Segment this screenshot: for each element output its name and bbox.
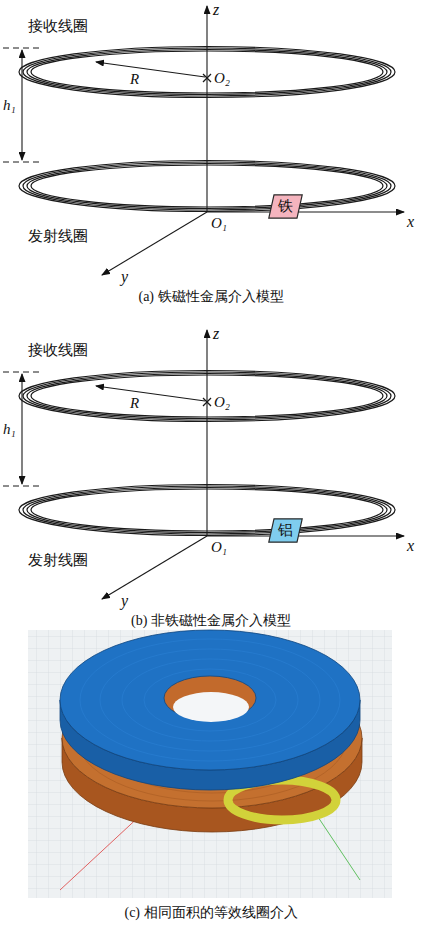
axis-label: x bbox=[407, 537, 414, 555]
axis-label: y bbox=[121, 268, 128, 286]
panel-a-drawing bbox=[3, 6, 404, 275]
axis-label: x bbox=[407, 213, 414, 231]
radius-label: R bbox=[130, 395, 139, 412]
panel-b-drawing bbox=[3, 330, 404, 599]
radius-label: R bbox=[130, 71, 139, 88]
coil-label: 接收线圈 bbox=[28, 18, 88, 35]
origin-label: O₂ bbox=[214, 70, 230, 87]
sample-shape bbox=[268, 518, 301, 541]
figure-caption: (a) 铁磁性金属介入模型 bbox=[138, 289, 283, 304]
figure-caption: (c) 相同面积的等效线圈介入 bbox=[124, 905, 297, 920]
coil-label: 接收线圈 bbox=[28, 342, 88, 359]
origin-label: O₁ bbox=[211, 215, 227, 232]
axis-label: y bbox=[121, 592, 128, 610]
height-label: h₁ bbox=[3, 421, 16, 438]
sample-label: 铁 bbox=[268, 198, 303, 215]
figure-caption: (b) 非铁磁性金属介入模型 bbox=[131, 613, 291, 628]
axis-label: z bbox=[213, 325, 219, 343]
panel-c-render bbox=[28, 630, 392, 898]
metal-sample: 铝 bbox=[268, 518, 303, 543]
upper-coil-top bbox=[60, 630, 360, 770]
height-label: h₁ bbox=[3, 97, 16, 114]
sample-shape bbox=[268, 194, 301, 217]
render-background bbox=[28, 630, 392, 898]
sample-label: 铝 bbox=[268, 522, 303, 539]
origin-label: O₁ bbox=[211, 539, 227, 556]
metal-sample: 铁 bbox=[268, 194, 303, 219]
coil-label: 发射线圈 bbox=[28, 228, 88, 245]
origin-label: O₂ bbox=[214, 394, 230, 411]
coil-hole-through bbox=[173, 692, 249, 722]
axis-label: z bbox=[213, 1, 219, 19]
render-grid bbox=[28, 630, 392, 898]
coil-label: 发射线圈 bbox=[28, 552, 88, 569]
upper-coil-turns bbox=[80, 639, 340, 761]
